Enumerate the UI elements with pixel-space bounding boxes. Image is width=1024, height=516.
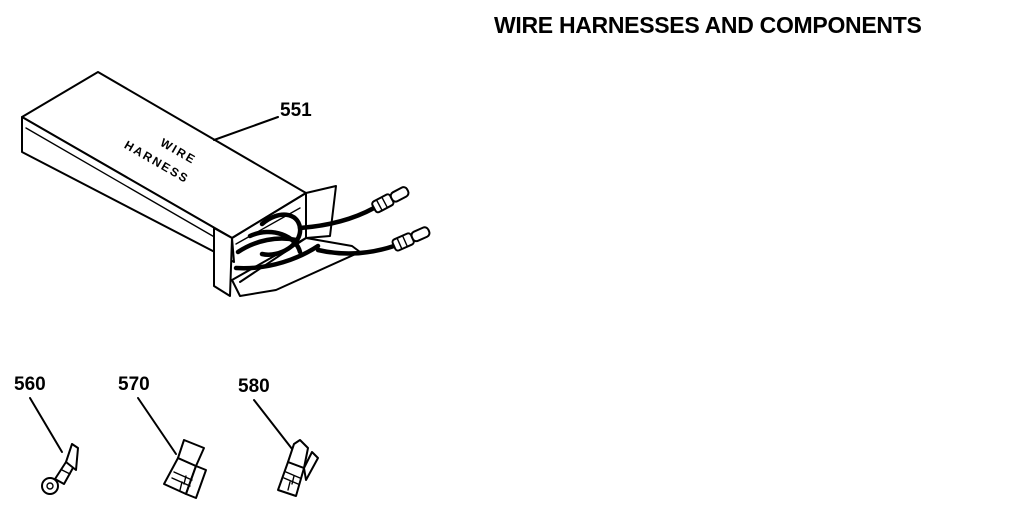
wire-harness-box-icon[interactable]: WIRE HARNESS — [21, 71, 431, 297]
part-number-551: 551 — [280, 100, 312, 121]
part-number-580: 580 — [238, 376, 270, 397]
spade-terminal-icon[interactable] — [277, 439, 319, 497]
leader-line-560 — [29, 397, 63, 453]
leader-line-570 — [137, 397, 177, 455]
part-number-570: 570 — [118, 374, 150, 395]
leader-line-551 — [213, 116, 279, 141]
diagram-title: WIRE HARNESSES AND COMPONENTS — [494, 12, 922, 38]
ring-terminal-icon[interactable] — [41, 443, 79, 495]
flag-terminal-icon[interactable] — [163, 439, 207, 499]
part-number-560: 560 — [14, 374, 46, 395]
leader-line-580 — [253, 399, 297, 455]
